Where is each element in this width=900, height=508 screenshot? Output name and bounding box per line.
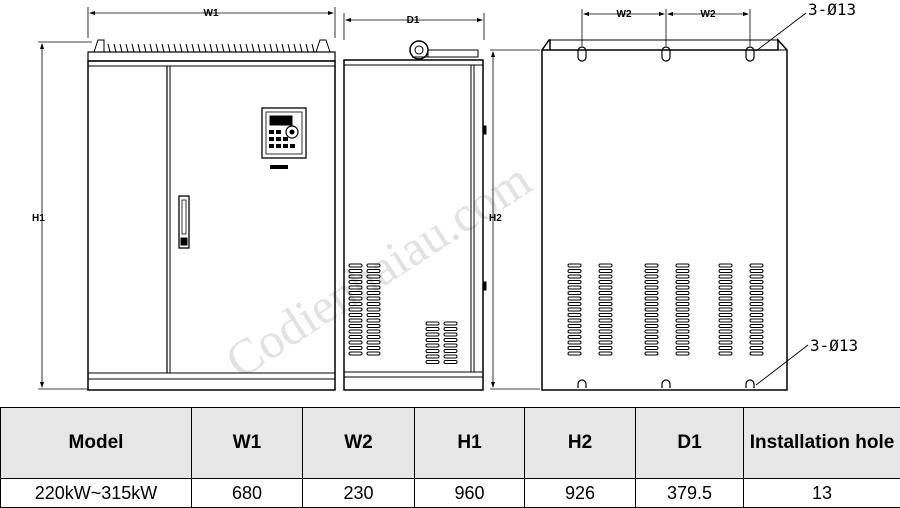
- front-view: [38, 7, 336, 391]
- table-cell: 960: [414, 478, 525, 508]
- side-view: [343, 13, 540, 391]
- w1-label: W1: [204, 8, 219, 19]
- table-cell: 220kW~315kW: [0, 478, 192, 508]
- table-cell: 230: [302, 478, 415, 508]
- table-header-row: Model W1 W2 H1 H2 D1 Installation hole: [0, 407, 900, 479]
- header-cell: H1: [414, 407, 525, 479]
- header-cell: H2: [524, 407, 636, 479]
- dimension-drawing: Codienhaiau.com: [32, 0, 858, 391]
- header-cell: W2: [302, 407, 415, 479]
- table-cell: 13: [743, 478, 900, 508]
- d1-label: D1: [407, 15, 420, 26]
- header-cell: W1: [191, 407, 303, 479]
- table-cell: 379.5: [635, 478, 744, 508]
- watermark: Codienhaiau.com: [215, 151, 540, 389]
- table-cell: 926: [524, 478, 636, 508]
- bottom-holes-label: 3-Ø13: [810, 336, 858, 355]
- header-cell: Model: [0, 407, 192, 479]
- table-row: 220kW~315kW 680 230 960 926 379.5 13: [0, 478, 900, 508]
- h2-label: H2: [489, 213, 502, 224]
- header-cell: Installation hole: [743, 407, 900, 479]
- w2-left-label: W2: [617, 9, 632, 20]
- spec-table: Model W1 W2 H1 H2 D1 Installation hole 2…: [0, 407, 900, 508]
- h1-label: H1: [32, 213, 45, 224]
- rear-view: [541, 9, 809, 391]
- header-cell: D1: [635, 407, 744, 479]
- w2-right-label: W2: [701, 9, 716, 20]
- table-cell: 680: [191, 478, 303, 508]
- top-holes-label: 3-Ø13: [808, 0, 856, 19]
